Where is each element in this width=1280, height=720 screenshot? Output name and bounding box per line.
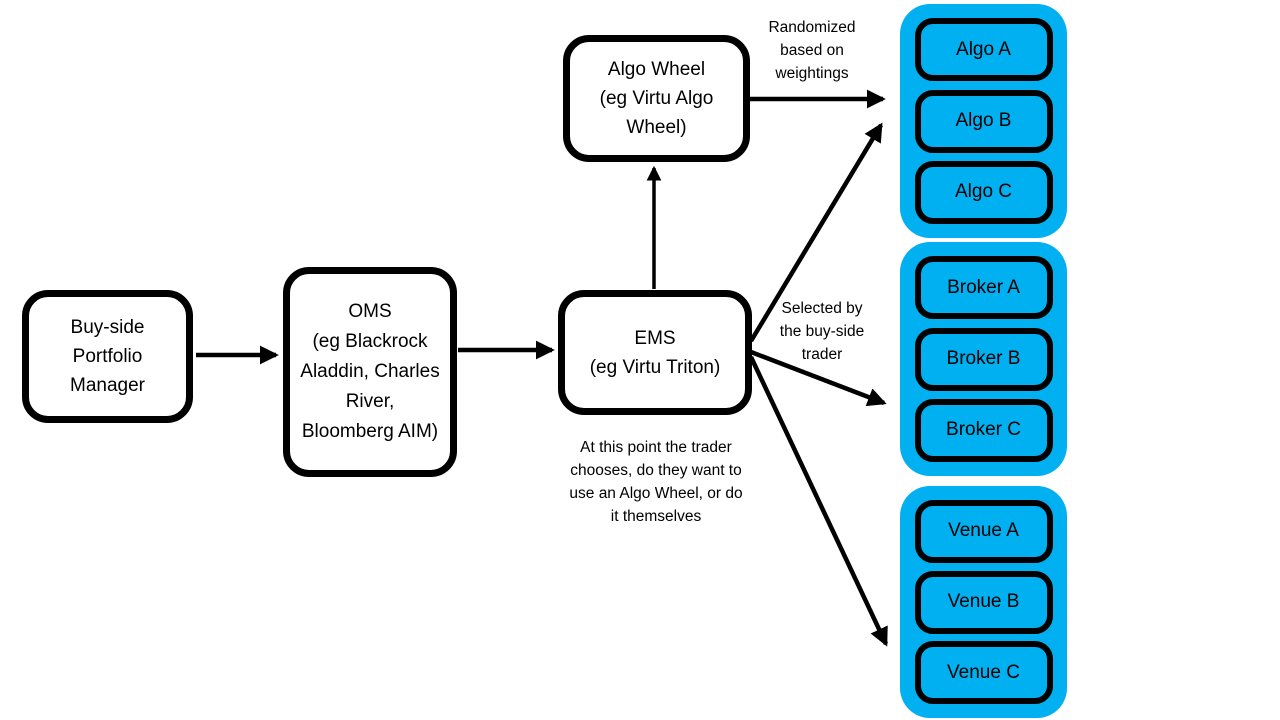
chip-venue-c: Venue C [914,641,1053,705]
node-oms: OMS (eg Blackrock Aladdin, Charles River… [283,267,457,477]
note-trader-choice: At this point the trader chooses, do the… [528,436,784,528]
node-text-line: Aladdin, Charles [300,361,440,382]
arrow-ems-to-venues [748,356,889,647]
note-line: chooses, do they want to [570,462,742,479]
node-text-line: (eg Blackrock [312,331,428,352]
note-line: use an Algo Wheel, or do [569,485,743,502]
chip-label: Algo A [956,38,1011,60]
chip-label: Broker C [946,419,1021,441]
node-text-line: (eg Virtu Triton) [589,356,721,378]
group-algos: Algo A Algo B Algo C [900,4,1067,238]
arrow-ems-to-brokers [750,349,887,407]
note-line: At this point the trader [580,439,732,456]
node-algo-wheel: Algo Wheel (eg Virtu Algo Wheel) [563,35,750,162]
group-brokers: Broker A Broker B Broker C [900,242,1067,476]
chip-algo-b: Algo B [914,89,1053,153]
node-text-line: Portfolio [72,346,143,367]
node-text-line: OMS [348,301,392,322]
node-text-line: (eg Virtu Algo [599,88,714,109]
node-text-line: Manager [70,375,145,396]
arrow-ems-to-algos [749,122,883,343]
node-ems: EMS (eg Virtu Triton) [558,290,752,415]
chip-label: Venue C [947,661,1020,683]
chip-label: Venue B [947,591,1020,612]
chip-algo-c: Algo C [914,160,1053,224]
note-line: it themselves [610,508,702,525]
chip-label: Broker B [946,348,1021,369]
chip-label: Algo B [955,110,1012,131]
note-selected-by-trader: Selected by the buy-side trader [737,297,907,366]
chip-label: Venue A [948,520,1019,542]
node-buy-side-portfolio-manager: Buy-side Portfolio Manager [22,290,193,423]
chip-broker-c: Broker C [914,398,1053,462]
note-line: the buy-side [779,323,865,340]
chip-venue-b: Venue B [914,570,1053,634]
chip-broker-a: Broker A [914,256,1053,320]
note-line: Selected by [781,300,863,317]
node-text-line: Buy-side [70,317,145,338]
chip-algo-a: Algo A [914,18,1053,82]
chip-label: Algo C [954,181,1013,203]
chip-broker-b: Broker B [914,327,1053,391]
node-text-line: River, [345,391,395,412]
note-line: trader [801,346,843,363]
node-text-line: Bloomberg AIM) [301,421,439,442]
chip-venue-a: Venue A [914,499,1053,563]
node-text-line: Algo Wheel [607,59,706,80]
note-line: based on [780,42,844,59]
node-text-line: Wheel) [626,117,687,138]
note-line: weightings [775,65,849,82]
note-randomized-weightings: Randomized based on weightings [722,16,902,85]
node-text-line: EMS [634,327,676,349]
note-line: Randomized [768,19,856,36]
group-venues: Venue A Venue B Venue C [900,486,1067,718]
chip-label: Broker A [947,276,1020,298]
